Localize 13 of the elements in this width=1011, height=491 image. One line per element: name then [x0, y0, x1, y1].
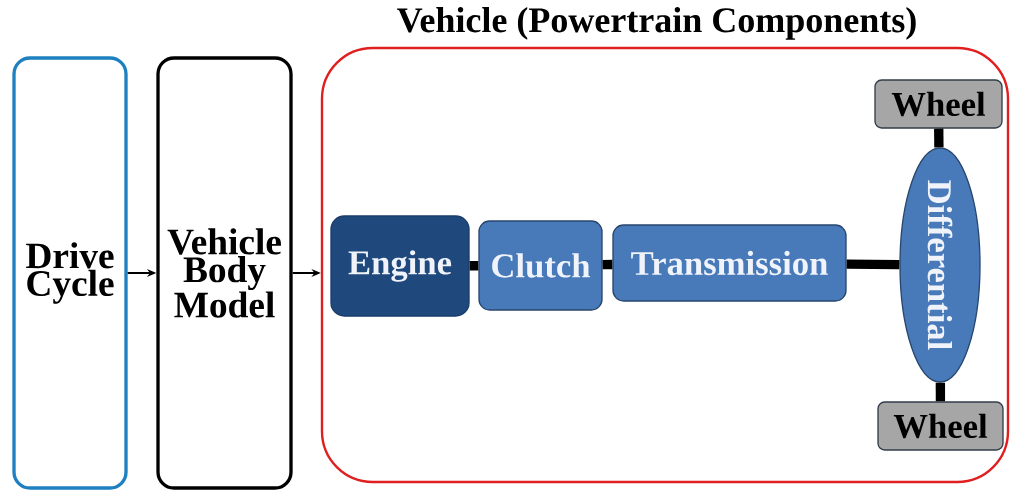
connector-bar — [846, 259, 900, 270]
wheel-box: Wheel — [877, 401, 1004, 451]
box-outline: Vehicle Body Model — [156, 56, 293, 490]
connector-bar — [469, 261, 479, 271]
connector-bar — [602, 259, 613, 270]
process-box: Transmission — [612, 224, 847, 302]
process-box: Engine — [330, 215, 470, 317]
process-box: Clutch — [478, 220, 603, 311]
box-outline: Drive Cycle — [12, 56, 128, 490]
connector-bar — [935, 382, 946, 402]
wheel-box: Wheel — [874, 79, 1003, 129]
connector-bar — [934, 128, 944, 148]
group-heading: Vehicle (Powertrain Components) — [397, 7, 916, 40]
